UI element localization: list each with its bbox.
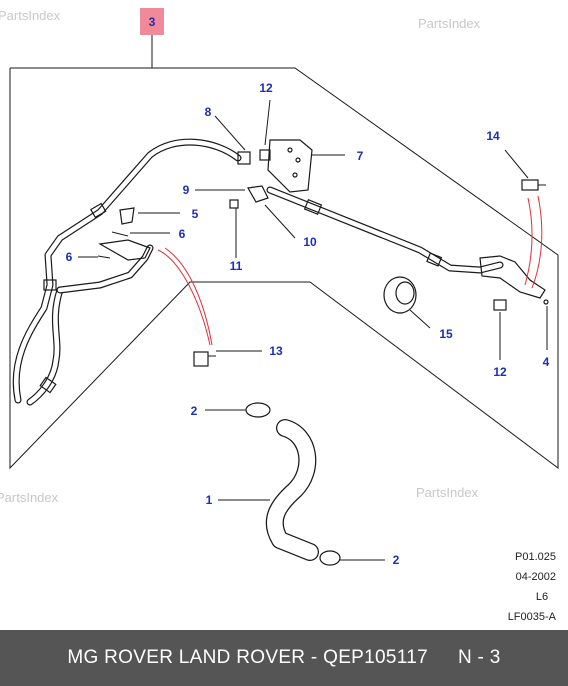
nut-12 xyxy=(493,299,507,311)
callout-15[interactable]: 15 xyxy=(439,327,453,341)
bolt xyxy=(259,149,271,161)
pin-6b xyxy=(97,255,111,259)
hose-ferrule xyxy=(39,376,57,394)
footer-page: N - 3 xyxy=(457,647,501,668)
washer-4 xyxy=(543,299,549,305)
callout-7[interactable]: 7 xyxy=(357,149,364,163)
pin-6a xyxy=(111,231,129,237)
watermark-bottom-left: PartsIndex xyxy=(0,490,59,505)
watermark-top-right: PartsIndex xyxy=(418,16,481,31)
callout-6-left[interactable]: 6 xyxy=(66,250,73,264)
callout-14[interactable]: 14 xyxy=(486,129,500,143)
hose-ferrule xyxy=(43,279,57,291)
callout-2-bottom[interactable]: 2 xyxy=(393,553,400,567)
hose-clip-2-top xyxy=(245,402,271,418)
hose-end-fitting xyxy=(237,151,251,165)
assembly-outline xyxy=(9,67,559,470)
callout-13[interactable]: 13 xyxy=(269,344,283,358)
red-leader-13 xyxy=(157,249,211,346)
callout-5[interactable]: 5 xyxy=(192,207,199,221)
bolt-13 xyxy=(193,351,209,367)
clip xyxy=(247,185,269,203)
reference-line-2: 04-2002 xyxy=(516,571,556,583)
grommet-15 xyxy=(383,276,417,314)
assembly-tag-label: 3 xyxy=(149,15,156,29)
reference-line-4: LF0035-A xyxy=(508,611,557,623)
pipe-ferrule xyxy=(303,198,323,216)
callout-8[interactable]: 8 xyxy=(205,105,212,119)
hose-fitting-6 xyxy=(98,239,151,261)
hose-ferrule xyxy=(89,202,107,219)
mounting-bracket xyxy=(267,139,313,193)
watermark-bottom-right: PartsIndex xyxy=(416,485,479,500)
footer-bar: MG ROVER LAND ROVER - QEP105117 N - 3 xyxy=(0,630,568,686)
hose-clip-2-bottom xyxy=(319,550,341,566)
red-leader-14 xyxy=(524,197,533,286)
clip-5 xyxy=(119,207,135,225)
callout-11[interactable]: 11 xyxy=(230,259,243,273)
callout-12-top[interactable]: 12 xyxy=(259,81,273,95)
exploded-parts-diagram: PartsIndex PartsIndex PartsIndex PartsIn… xyxy=(0,8,559,623)
pipe-end-block xyxy=(479,255,546,299)
pipe-ferrule xyxy=(426,252,443,267)
footer-title: MG ROVER LAND ROVER - QEP105117 xyxy=(67,647,428,668)
assembly-tag[interactable] xyxy=(140,8,164,35)
bolt-14 xyxy=(521,179,539,191)
callout-6-right[interactable]: 6 xyxy=(179,227,186,241)
callout-4[interactable]: 4 xyxy=(543,355,550,369)
callout-10[interactable]: 10 xyxy=(303,235,317,249)
watermark-top-left: PartsIndex xyxy=(0,8,61,23)
nut xyxy=(229,199,239,209)
callout-2-top[interactable]: 2 xyxy=(191,404,198,418)
reference-line-3: L6 xyxy=(536,591,548,603)
reference-line-1: P01.025 xyxy=(515,551,556,563)
callout-9[interactable]: 9 xyxy=(183,183,190,197)
callout-12-bottom[interactable]: 12 xyxy=(493,365,507,379)
callout-1[interactable]: 1 xyxy=(206,493,213,507)
